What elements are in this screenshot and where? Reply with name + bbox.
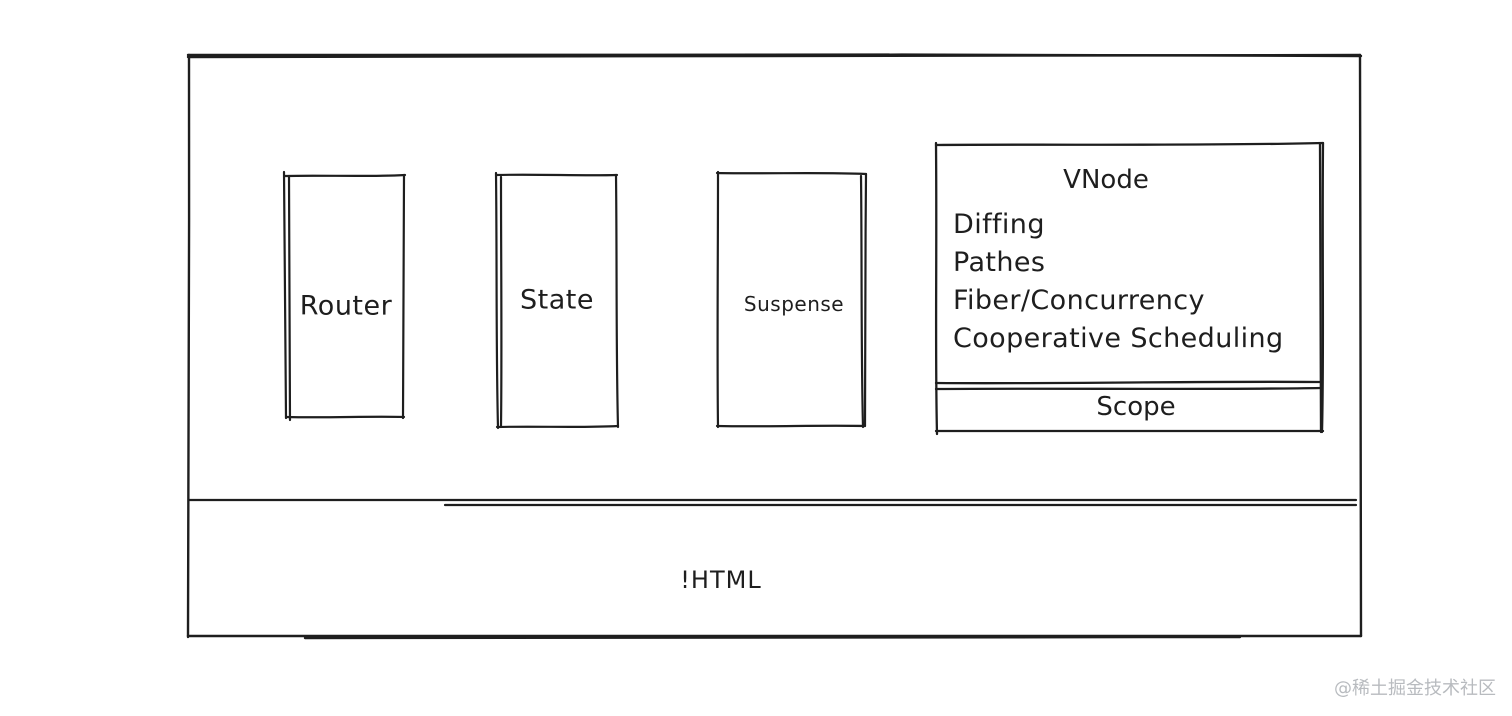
suspense-label: Suspense xyxy=(743,292,845,316)
vnode-title: VNode xyxy=(1063,165,1149,195)
feature-item: Fiber/Concurrency xyxy=(953,285,1205,316)
outer-frame xyxy=(186,53,1363,640)
suspense-box xyxy=(715,170,868,429)
router-label: Router xyxy=(299,290,393,322)
html-layer-divider xyxy=(187,498,1358,507)
router-box xyxy=(282,170,407,422)
state-box xyxy=(494,171,620,430)
feature-item: Pathes xyxy=(953,247,1046,278)
html-layer-label: !HTML xyxy=(680,566,762,594)
feature-item: Diffing xyxy=(953,209,1045,240)
feature-item: Cooperative Scheduling xyxy=(953,323,1284,354)
scope-label: Scope xyxy=(1096,392,1176,422)
vnode-box xyxy=(934,141,1325,436)
watermark: @稀土掘金技术社区 xyxy=(1334,678,1496,699)
state-label: State xyxy=(520,284,594,316)
vnode-feature-list: Diffing Pathes Fiber/Concurrency Coopera… xyxy=(953,206,1284,358)
